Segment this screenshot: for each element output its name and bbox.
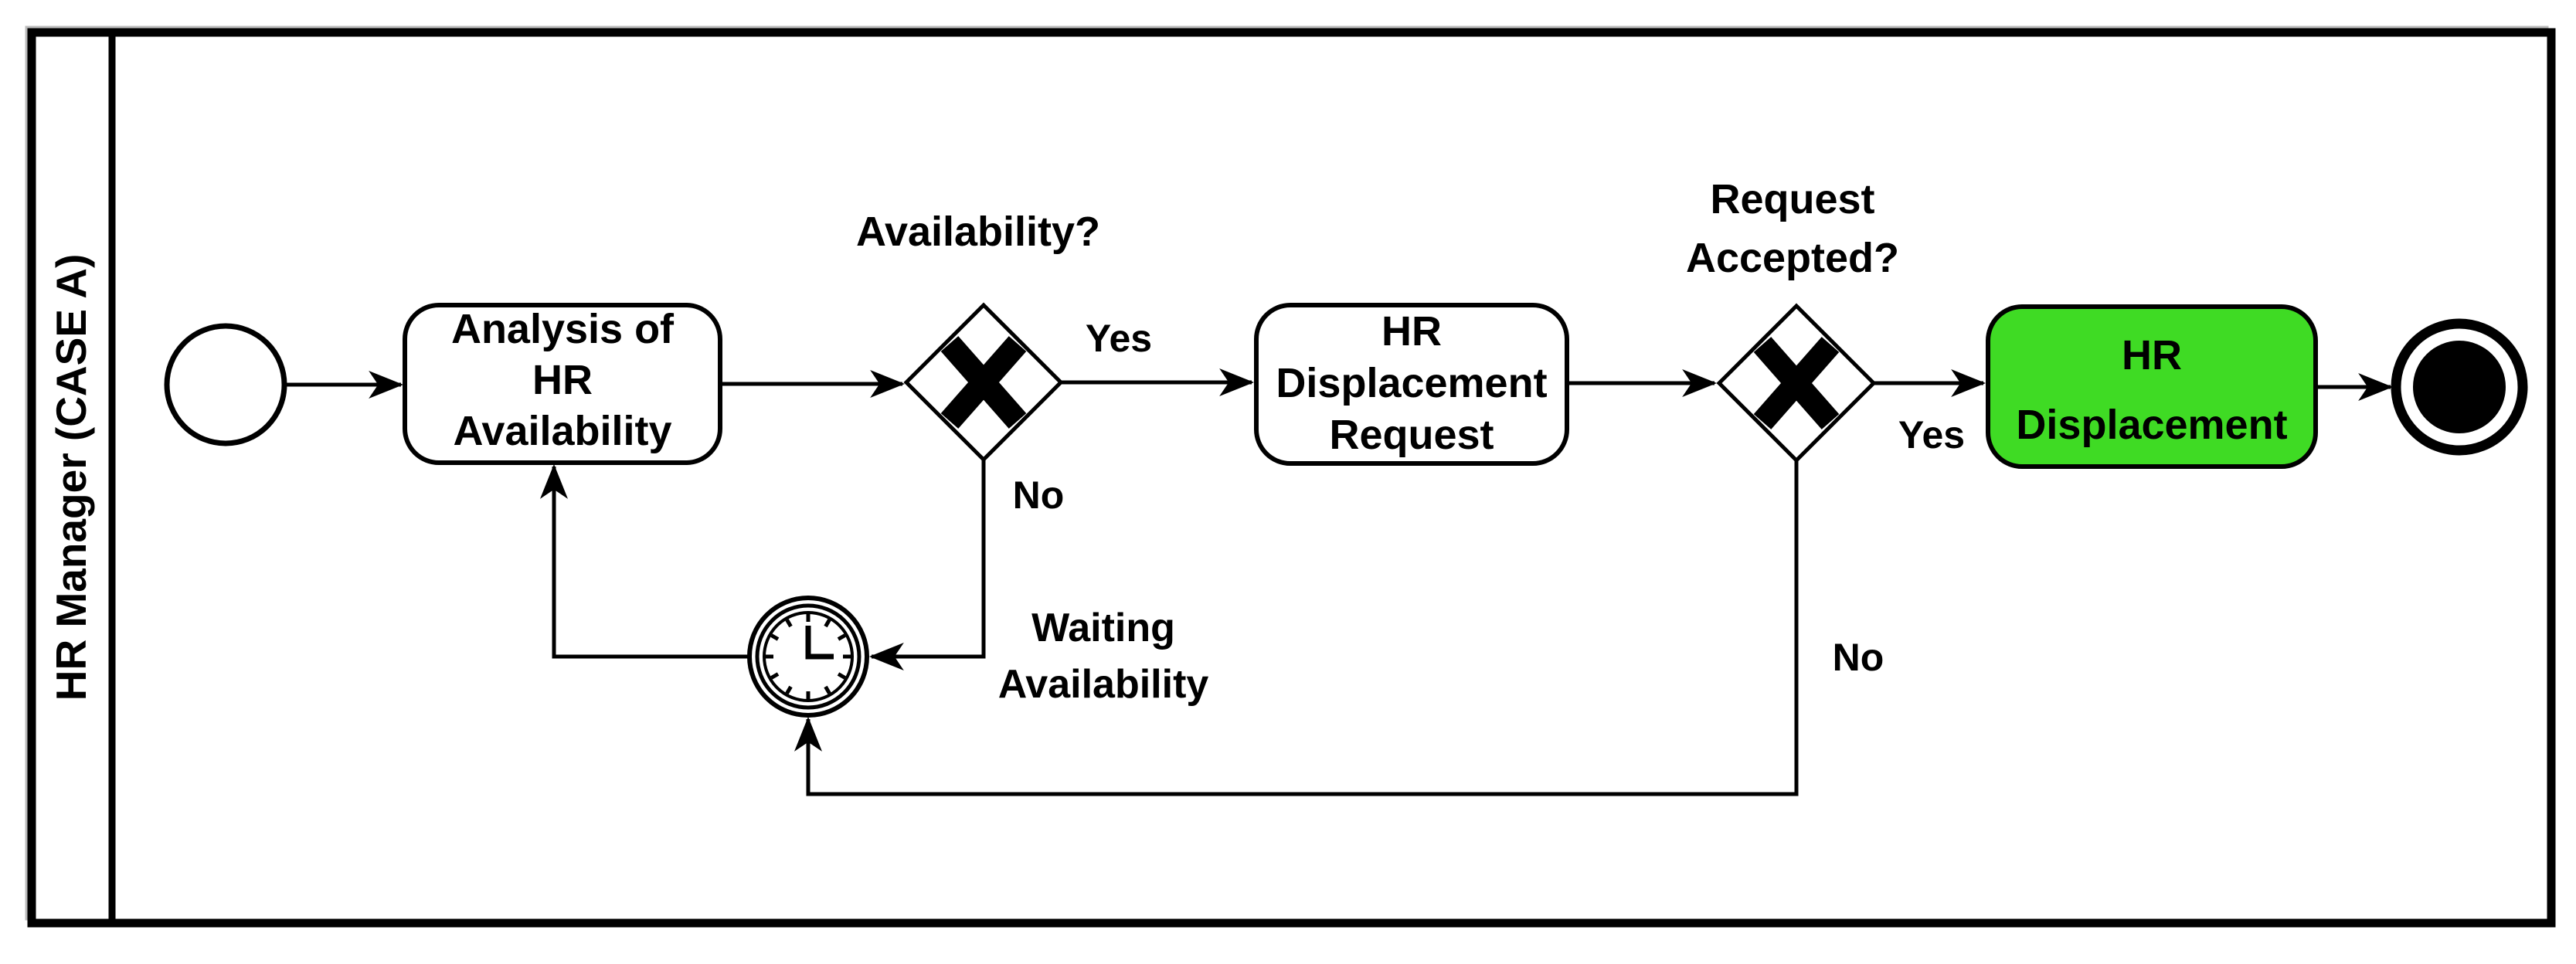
gateway-availability-no-label: No [1013,474,1065,517]
task-displacement-label-line2: Displacement [2016,402,2287,448]
pool-border [27,28,2556,928]
task-hr-displacement-request: HR Displacement Request [1254,303,1569,466]
exclusive-gateway-x-icon [1753,337,1840,429]
task-analysis-box [403,303,722,465]
flow-timer-to-analysis [540,463,749,659]
task-analysis-label-line2: HR [532,357,593,403]
timer-label-line1: Waiting [1031,606,1175,650]
gateway-request-question-line2: Accepted? [1686,235,1899,281]
exclusive-gateway-x-icon [940,336,1027,429]
gateway-availability-question: Availability? [856,209,1100,255]
task-displacement-label-line1: HR [2122,332,2182,378]
flow-gateway1-no-to-timer [868,460,986,670]
clock-ticks [766,614,851,699]
gateway-request-yes-label: Yes [1898,413,1965,457]
flow-gateway2-no-to-timer [794,460,1799,796]
task-analysis-of-hr-availability: Analysis of HR Availability [403,303,722,465]
gateway-availability [903,302,1064,463]
start-event-icon [164,323,287,446]
task-request-box [1254,303,1569,466]
timer-label-line2: Availability [998,662,1209,707]
lane-label: HR Manager (CASE A) [47,254,95,701]
task-request-label-line2: Displacement [1276,360,1547,406]
task-analysis-label-line3: Availability [453,408,671,454]
timer-event-icon [747,596,869,718]
gateway-request-no-label: No [1833,636,1884,679]
clock-hands [805,626,834,660]
task-displacement-box [1986,304,2318,469]
gateway-request-accepted [1716,303,1877,463]
end-event-icon [2391,318,2528,456]
task-hr-displacement: HR Displacement [1986,304,2318,469]
end-event-inner-disk [2413,341,2506,433]
task-analysis-label-line1: Analysis of [451,306,675,352]
gateway-availability-yes-label: Yes [1086,317,1152,360]
gateway-request-question-line1: Request [1710,176,1874,222]
task-request-label-line3: Request [1329,412,1494,458]
task-request-label-line1: HR [1381,308,1442,355]
